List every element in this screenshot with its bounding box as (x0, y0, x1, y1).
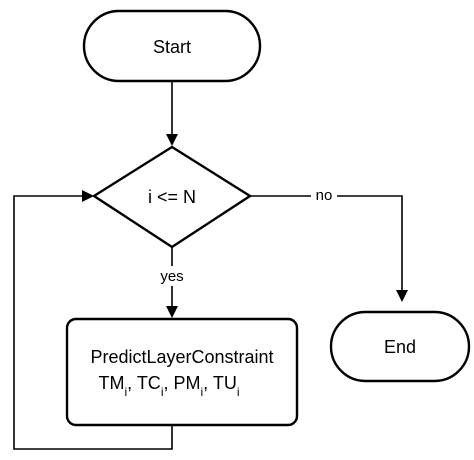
process-node-shape (65, 317, 299, 427)
process-term-base: TM (98, 373, 124, 393)
end-node-shape (329, 310, 471, 383)
process-term-separator: , (163, 373, 173, 393)
process-term-subscript: i (124, 385, 127, 399)
process-term-base: TC (137, 373, 161, 393)
process-term-base: TU (213, 373, 237, 393)
process-term-separator: , (203, 373, 213, 393)
end-node-label: End (384, 337, 416, 357)
decision-node[interactable]: i <= N (91, 145, 253, 249)
edge-decision-to-end-arrow (396, 290, 408, 302)
process-term-subscript: i (161, 385, 164, 399)
edge-yes-label-bg (151, 266, 193, 286)
edge-process-loop-back-line (13, 195, 173, 450)
decision-node-label: i <= N (148, 187, 196, 207)
edge-no-label: no (316, 187, 333, 204)
edge-process-loop-back (13, 190, 173, 450)
process-node-title: PredictLayerConstraint (90, 347, 273, 367)
edge-process-loop-back-arrow (82, 190, 94, 202)
process-term-separator: , (127, 373, 137, 393)
process-term-subscript: i (237, 385, 240, 399)
edge-decision-to-process: yes (151, 247, 193, 318)
edge-decision-to-process-arrow (166, 306, 178, 318)
start-node[interactable]: Start (82, 9, 262, 83)
edge-start-to-decision (166, 81, 178, 146)
process-node[interactable]: PredictLayerConstraint TMi, TCi, PMi, TU… (65, 317, 299, 427)
edge-yes-label: yes (160, 268, 183, 285)
process-term-base: PM (174, 373, 201, 393)
edge-no-label-bg (311, 185, 337, 205)
start-node-label: Start (153, 37, 191, 57)
edge-decision-to-end: no (250, 185, 408, 302)
edge-start-to-decision-arrow (166, 134, 178, 146)
process-term-subscript: i (201, 385, 204, 399)
edge-decision-to-end-line (250, 195, 403, 292)
process-node-terms: TMi, TCi, PMi, TUi (98, 373, 239, 399)
end-node[interactable]: End (329, 310, 471, 383)
